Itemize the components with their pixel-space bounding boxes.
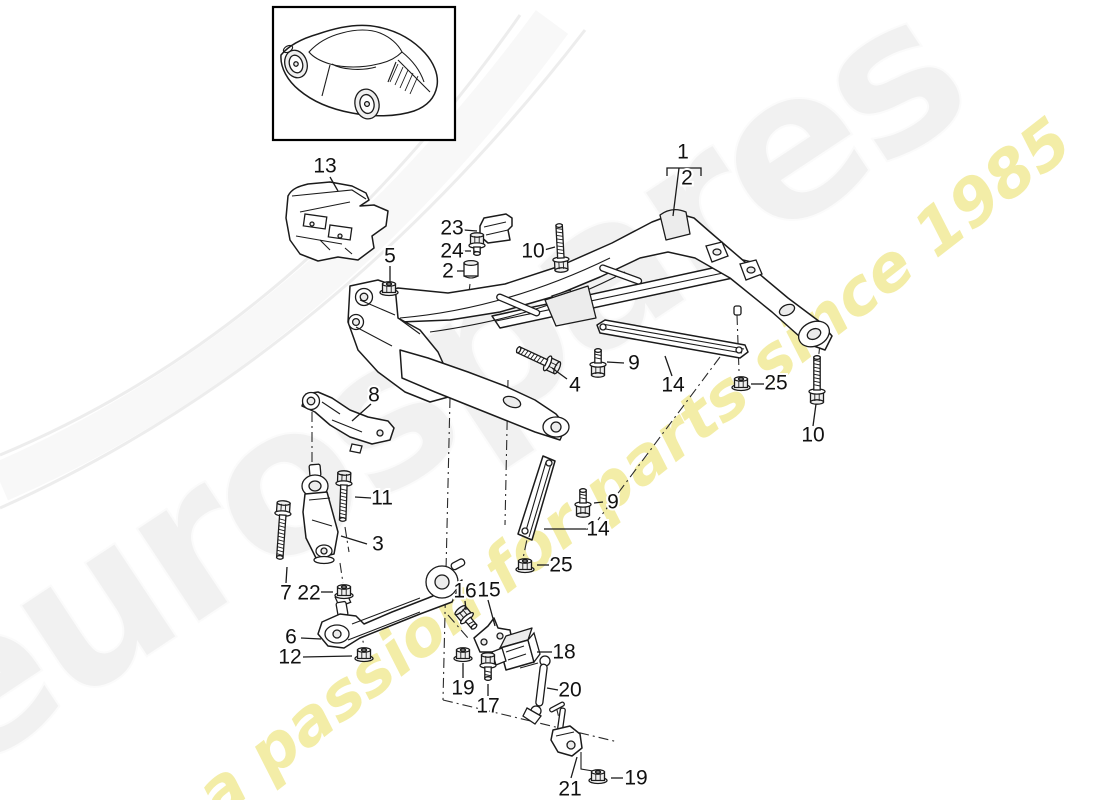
callout-label-2: 2 (442, 260, 454, 283)
fastener-screw-9-lower (574, 488, 592, 518)
callout-leader-10 (543, 246, 556, 251)
fastener-nut-25-top (731, 376, 751, 392)
callout-label-1: 1 (677, 141, 689, 164)
callout-label-11: 11 (371, 487, 393, 510)
callout-label-12: 12 (278, 646, 301, 669)
callout-label-22: 22 (297, 582, 320, 605)
callout-label-7: 7 (280, 582, 292, 605)
callout-label-10: 10 (521, 240, 544, 263)
part-link-rod-20 (522, 655, 551, 725)
axis-line-7 (339, 562, 344, 584)
callout-label-9: 9 (628, 352, 640, 375)
fastener-nut-19-bottom (588, 769, 608, 785)
callout-label-19: 19 (451, 677, 474, 700)
callout-label-23: 23 (440, 217, 463, 240)
fasteners-layer (274, 223, 826, 785)
callout-label-14: 14 (586, 518, 610, 541)
callout-leader-1 (666, 167, 702, 176)
fastener-screw-16 (454, 604, 478, 630)
callout-label-21: 21 (558, 778, 581, 800)
callout-label-20: 20 (558, 679, 581, 702)
fastener-bushing-2 (463, 259, 479, 279)
part-retainer-bracket-21 (549, 701, 583, 757)
callout-label-25: 25 (764, 372, 787, 395)
callout-leader-23 (463, 229, 478, 232)
callout-leader-21 (570, 756, 578, 779)
callout-label-8: 8 (368, 384, 380, 407)
axis-line-14 (447, 614, 469, 639)
fastener-screw-17 (479, 652, 497, 681)
callout-label-16: 16 (453, 580, 476, 603)
callout-leader-3 (340, 535, 368, 545)
callout-leader-20 (546, 687, 559, 691)
part-cross-member (347, 208, 833, 441)
fastener-nut-12 (354, 647, 374, 663)
callout-label-4: 4 (569, 374, 581, 397)
callout-leader-14 (664, 355, 673, 377)
callout-label-10: 10 (801, 424, 824, 447)
callout-leader-8 (351, 403, 372, 422)
callout-leader-10 (812, 403, 817, 427)
callout-label-17: 17 (476, 695, 499, 718)
callout-label-14: 14 (661, 374, 685, 397)
part-control-arm-6 (317, 558, 466, 649)
part-pad-23 (479, 213, 513, 244)
callout-label-6: 6 (285, 626, 297, 649)
car-thumbnail (271, 5, 457, 142)
car-thumbnail-drawing (280, 24, 439, 120)
callout-label-24: 24 (440, 240, 464, 263)
fastener-nut-22 (334, 584, 354, 600)
fastener-bolt-11 (335, 470, 353, 522)
callout-leader-15 (487, 599, 496, 627)
axis-line-4 (597, 356, 721, 521)
fastener-bolt-4 (515, 345, 562, 375)
callout-label-3: 3 (372, 533, 384, 556)
fastener-screw-24 (468, 232, 486, 256)
callout-leader-13 (329, 176, 339, 192)
fastener-nut-25-lower (515, 558, 535, 574)
fastener-nut-19-left (453, 647, 473, 663)
callout-label-13: 13 (313, 155, 336, 178)
callout-leader-9 (606, 361, 625, 364)
fastener-nut-5 (379, 281, 399, 297)
fastener-bolt-10-right (808, 355, 826, 405)
axis-line-13 (344, 526, 350, 553)
callout-leader-6 (300, 637, 322, 640)
callout-leader-4 (551, 367, 568, 380)
callout-leader-11 (354, 496, 372, 499)
callout-label-25: 25 (549, 554, 572, 577)
watermark-swoosh-band (0, 10, 569, 501)
callout-label-2: 2 (681, 167, 693, 190)
part-heat-shield-13 (285, 181, 389, 262)
fastener-bolt-10-top (552, 223, 570, 273)
callout-label-15: 15 (477, 579, 500, 602)
callout-leader-1 (672, 167, 680, 217)
callout-leader-7 (285, 566, 288, 584)
part-rail-14-upper (596, 319, 749, 359)
callout-label-18: 18 (552, 641, 575, 664)
part-bracket-arm-8 (301, 391, 395, 454)
part-tension-strut-3 (301, 463, 339, 565)
part-level-sensor-18 (491, 627, 541, 671)
callout-label-9: 9 (607, 491, 619, 514)
axis-line-3 (519, 461, 544, 574)
helper-line-0 (580, 752, 594, 772)
callout-label-19: 19 (624, 767, 647, 790)
fastener-bolt-7 (274, 500, 292, 560)
callout-leader-12 (302, 655, 353, 658)
callout-label-5: 5 (384, 245, 396, 268)
watermark-swoosh-lower (0, 29, 587, 510)
part-rail-14-lower (517, 455, 556, 541)
fastener-screw-9-top (589, 348, 607, 378)
callout-leader-9 (593, 501, 604, 504)
callout-leader-16 (464, 600, 467, 611)
